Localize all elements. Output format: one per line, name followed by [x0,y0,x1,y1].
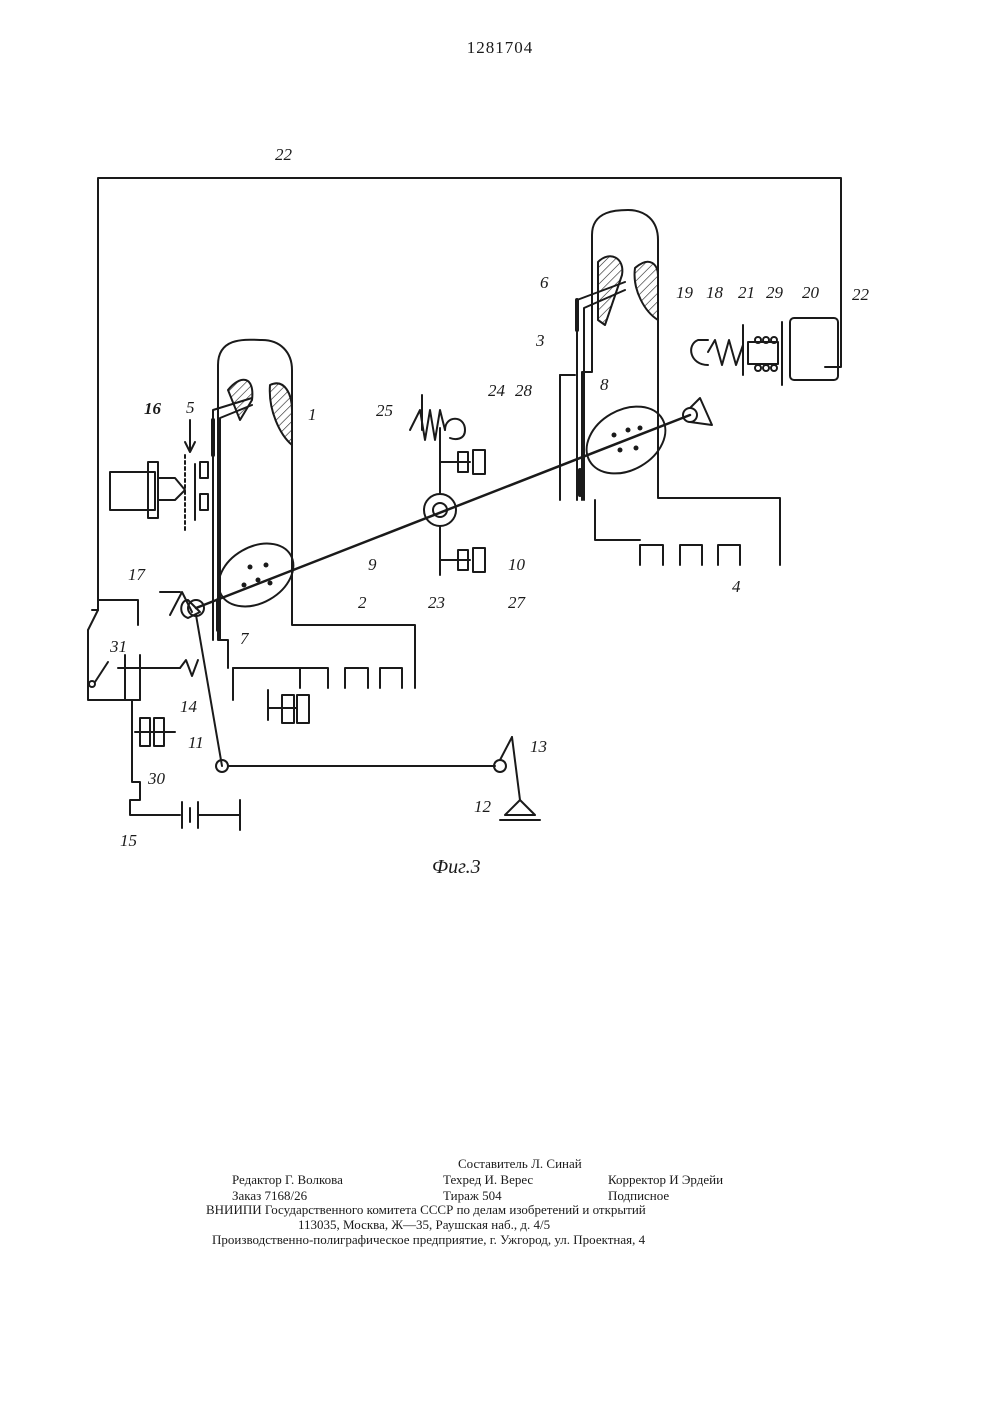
corrector: Корректор И Эрдейи [608,1172,723,1187]
circulation: Тираж 504 [443,1188,502,1203]
printer: Производственно-полиграфическое предприя… [212,1232,645,1247]
compiler: Составитель Л. Синай [458,1156,582,1171]
institute: ВНИИПИ Государственного комитета СССР по… [206,1202,646,1217]
editor: Редактор Г. Волкова [232,1172,343,1187]
subscription: Подписное [608,1188,669,1203]
order: Заказ 7168/26 [232,1188,307,1203]
address: 113035, Москва, Ж—35, Раушская наб., д. … [298,1217,550,1232]
techred: Техред И. Верес [443,1172,533,1187]
